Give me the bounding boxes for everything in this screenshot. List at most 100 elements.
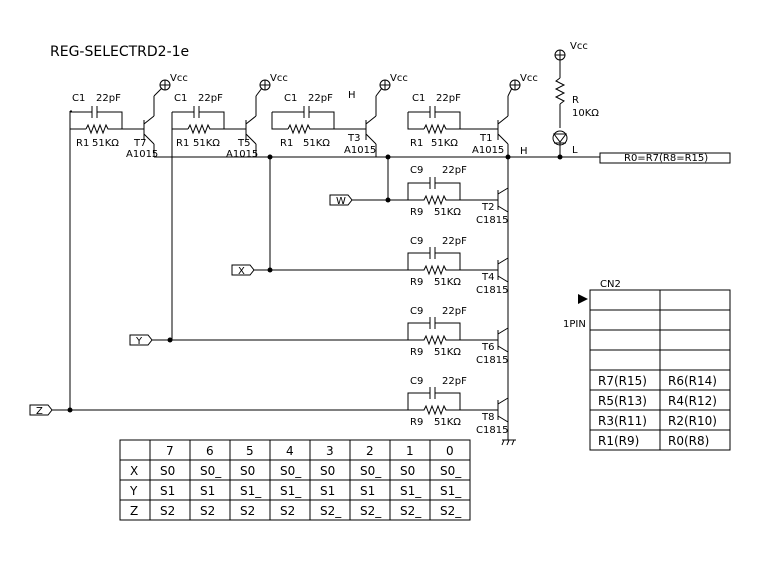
input-x: X	[238, 266, 245, 277]
input-w: W	[336, 196, 346, 207]
table-cell: S2_	[320, 504, 342, 518]
t6-cap-value: 22pF	[442, 306, 467, 317]
t8-res-name: R9	[410, 417, 423, 428]
t5-cap-name: C1	[174, 93, 187, 104]
t3-vcc: Vcc	[390, 73, 408, 84]
table-cell: S0_	[200, 464, 222, 478]
upper-stage-t3: C1 22pF R1 51KΩ T3 A1015 H Vcc	[271, 73, 408, 157]
lower-stage-t2: C9 22pF R9 51KΩ T2 C1815 W	[329, 165, 508, 226]
table-header-cell: 2	[366, 444, 374, 458]
t5-name: T5	[237, 138, 250, 149]
t6-res-value: 51KΩ	[434, 347, 461, 358]
t7-cap-name: C1	[72, 93, 85, 104]
upper-stage-t7: C1 22pF R1 51KΩ T7 A1015 Vcc	[69, 73, 188, 160]
t2-res-value: 51KΩ	[434, 207, 461, 218]
table-cell: S1	[320, 484, 335, 498]
t3-res-name: R1	[280, 138, 293, 149]
cn2-pin1: 1PIN	[563, 319, 586, 330]
pin1-marker-icon	[578, 294, 588, 304]
vcc-rail-top	[69, 110, 72, 410]
lower-stage-t4: C9 22pF R9 51KΩ T4 C1815 X	[231, 236, 508, 296]
t1-cap-value: 22pF	[436, 93, 461, 104]
cn2-name: CN2	[600, 279, 621, 290]
table-cell: S0_	[360, 464, 382, 478]
t7-vcc: Vcc	[170, 73, 188, 84]
table-cell: S0_	[280, 464, 302, 478]
t4-name: T4	[481, 272, 494, 283]
t7-name: T7	[133, 138, 146, 149]
t6-part: C1815	[476, 355, 508, 366]
input-z: Z	[36, 406, 43, 417]
cn2-cell: R0(R8)	[668, 434, 709, 448]
diagram-title: REG-SELECTRD2-1e	[50, 44, 189, 60]
t7-res-value: 51KΩ	[92, 138, 119, 149]
cn2-cell: R2(R10)	[668, 414, 717, 428]
t8-name: T8	[481, 412, 494, 423]
t3-cap-name: C1	[284, 93, 297, 104]
t2-cap-value: 22pF	[442, 165, 467, 176]
table-header-cell: 1	[406, 444, 414, 458]
t4-part: C1815	[476, 285, 508, 296]
input-y: Y	[135, 336, 143, 347]
t2-name: T2	[481, 202, 494, 213]
t3-h-label: H	[348, 90, 356, 101]
table-cell: Z	[130, 504, 138, 518]
output-h-label: H	[520, 146, 528, 157]
table-header-cell: 7	[166, 444, 174, 458]
upper-stage-t1: C1 22pF R1 51KΩ T1 A1015 Vcc	[407, 73, 538, 157]
table-header-cell: 6	[206, 444, 214, 458]
output-net-label: R0=R7(R8=R15)	[624, 153, 708, 164]
t6-name: T6	[481, 342, 494, 353]
t5-res-name: R1	[176, 138, 189, 149]
cn2-cell: R3(R11)	[598, 414, 647, 428]
table-cell: S1_	[240, 484, 262, 498]
led-res-name: R	[572, 95, 579, 106]
t7-part: A1015	[126, 149, 158, 160]
table-cell: S2_	[360, 504, 382, 518]
lower-stage-t6: C9 22pF R9 51KΩ T6 C1815 Y	[129, 306, 508, 366]
table-cell: S2_	[400, 504, 422, 518]
table-cell: S0	[400, 464, 415, 478]
table-cell: S2	[200, 504, 215, 518]
t1-res-name: R1	[410, 138, 423, 149]
led-res-value: 10KΩ	[572, 108, 599, 119]
t1-part: A1015	[472, 145, 504, 156]
upper-stage-t5: C1 22pF R1 51KΩ T5 A1015 Vcc	[171, 73, 288, 160]
table-header-cell: 0	[446, 444, 454, 458]
t1-cap-name: C1	[412, 93, 425, 104]
t4-res-value: 51KΩ	[434, 277, 461, 288]
table-cell: S2	[160, 504, 175, 518]
table-cell: S1_	[440, 484, 462, 498]
table-header-cell: 3	[326, 444, 334, 458]
table-cell: S1	[160, 484, 175, 498]
output-bus: H R0=R7(R8=R15)	[154, 146, 731, 164]
table-cell: S2	[280, 504, 295, 518]
t1-name: T1	[479, 133, 492, 144]
table-cell: Y	[129, 484, 138, 498]
table-cell: S0	[320, 464, 335, 478]
led-vcc: Vcc	[570, 41, 588, 52]
t8-cap-value: 22pF	[442, 376, 467, 387]
t4-cap-name: C9	[410, 236, 423, 247]
table-cell: S2_	[440, 504, 462, 518]
lower-stage-t8: C9 22pF R9 51KΩ T8 C1815 Z	[29, 376, 508, 436]
t2-res-name: R9	[410, 207, 423, 218]
table-header-cell: 4	[286, 444, 294, 458]
table-cell: S0	[160, 464, 175, 478]
table-cell: S0	[240, 464, 255, 478]
table-header-cell: 5	[246, 444, 254, 458]
t2-part: C1815	[476, 215, 508, 226]
table-cell: S1	[200, 484, 215, 498]
table-cell: S1_	[280, 484, 302, 498]
cn2-cell: R4(R12)	[668, 394, 717, 408]
t7-res-name: R1	[76, 138, 89, 149]
truth-table: 7 6 5 4 3 2 1 0 X S0 S0_ S0 S0_ S0 S0_ S…	[119, 439, 471, 521]
table-cell: S1_	[400, 484, 422, 498]
base-links	[171, 112, 391, 340]
t5-vcc: Vcc	[270, 73, 288, 84]
t5-part: A1015	[226, 149, 258, 160]
t1-res-value: 51KΩ	[431, 138, 458, 149]
t6-res-name: R9	[410, 347, 423, 358]
t1-vcc: Vcc	[520, 73, 538, 84]
